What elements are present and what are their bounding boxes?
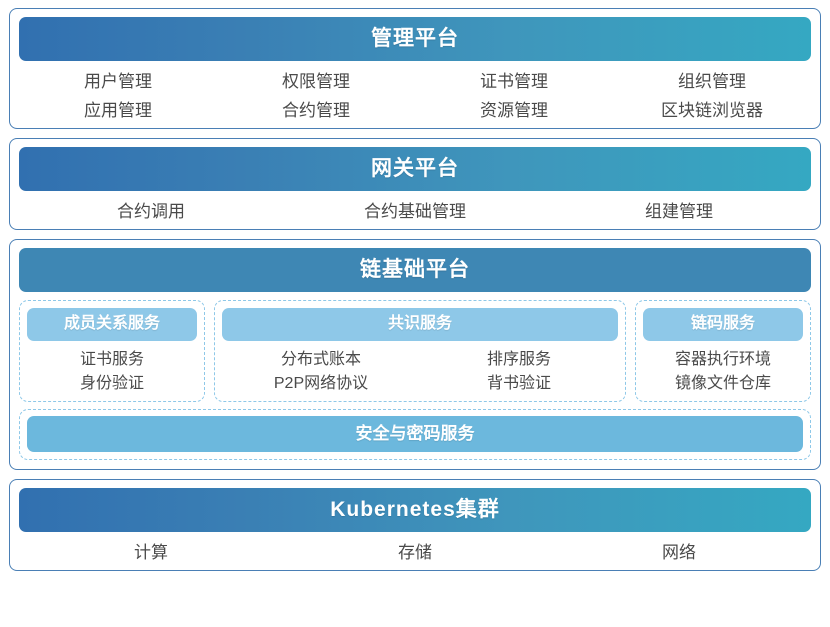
layer-card-management-platform: 管理平台 用户管理 权限管理 证书管理 组织管理 应用管理 合约管理 资源管理 … [9, 8, 821, 129]
item-contract-management: 合约管理 [282, 101, 350, 120]
item-compute: 计算 [134, 543, 168, 562]
group-column: 排序服务 背书验证 [420, 344, 618, 392]
service-group-consensus: 共识服务 分布式账本 P2P网络协议 排序服务 背书验证 [214, 300, 626, 402]
group-column: 证书服务 身份验证 [27, 344, 197, 392]
chain-platform-body: 成员关系服务 证书服务 身份验证 共识服务 分布式账本 P2P网络协 [19, 300, 811, 460]
item-resource-management: 资源管理 [480, 101, 548, 120]
item-row-management-bottom: 应用管理 合约管理 资源管理 区块链浏览器 [19, 90, 811, 119]
service-group-row: 成员关系服务 证书服务 身份验证 共识服务 分布式账本 P2P网络协 [19, 300, 811, 402]
layer-card-gateway-platform: 网关平台 合约调用 合约基础管理 组建管理 [9, 138, 821, 230]
item-p2p-network-protocol: P2P网络协议 [273, 375, 369, 392]
item-organization-management: 组织管理 [678, 72, 746, 91]
security-crypto-service-bar: 安全与密码服务 [27, 416, 803, 452]
item-image-file-repository: 镜像文件仓库 [674, 375, 771, 392]
service-group-member-relation: 成员关系服务 证书服务 身份验证 [19, 300, 205, 402]
layer-title-management-platform: 管理平台 [19, 17, 811, 61]
layer-title-chain-basic-platform: 链基础平台 [19, 248, 811, 292]
item-row-gateway: 合约调用 合约基础管理 组建管理 [19, 191, 811, 220]
item-contract-basic-management: 合约基础管理 [364, 202, 466, 221]
service-group-chaincode: 链码服务 容器执行环境 镜像文件仓库 [635, 300, 811, 402]
item-blockchain-explorer: 区块链浏览器 [661, 101, 763, 120]
group-title-consensus-service: 共识服务 [222, 308, 618, 341]
item-ordering-service: 排序服务 [486, 351, 551, 368]
item-row-management-top: 用户管理 权限管理 证书管理 组织管理 [19, 61, 811, 90]
layer-card-chain-basic-platform: 链基础平台 成员关系服务 证书服务 身份验证 共识服务 [9, 239, 821, 470]
group-columns-chaincode: 容器执行环境 镜像文件仓库 [643, 344, 803, 392]
item-certificate-management: 证书管理 [480, 72, 548, 91]
item-component-management: 组建管理 [645, 202, 713, 221]
group-title-chaincode-service: 链码服务 [643, 308, 803, 341]
group-columns-member-relation: 证书服务 身份验证 [27, 344, 197, 392]
group-title-member-relation-service: 成员关系服务 [27, 308, 197, 341]
item-row-kubernetes: 计算 存储 网络 [19, 532, 811, 561]
item-application-management: 应用管理 [84, 101, 152, 120]
item-endorsement-verification: 背书验证 [486, 375, 551, 392]
item-permission-management: 权限管理 [282, 72, 350, 91]
item-network: 网络 [662, 543, 696, 562]
item-container-runtime-environment: 容器执行环境 [674, 351, 771, 368]
group-column: 分布式账本 P2P网络协议 [222, 344, 420, 392]
item-certificate-service: 证书服务 [79, 351, 144, 368]
group-columns-consensus: 分布式账本 P2P网络协议 排序服务 背书验证 [222, 344, 618, 392]
item-contract-invocation: 合约调用 [117, 202, 185, 221]
group-column: 容器执行环境 镜像文件仓库 [643, 344, 803, 392]
security-service-wrapper: 安全与密码服务 [19, 409, 811, 460]
layer-title-gateway-platform: 网关平台 [19, 147, 811, 191]
item-identity-verification: 身份验证 [79, 375, 144, 392]
item-distributed-ledger: 分布式账本 [280, 351, 361, 368]
layer-card-kubernetes-cluster: Kubernetes集群 计算 存储 网络 [9, 479, 821, 571]
item-user-management: 用户管理 [84, 72, 152, 91]
layer-title-kubernetes-cluster: Kubernetes集群 [19, 488, 811, 532]
item-storage: 存储 [398, 543, 432, 562]
